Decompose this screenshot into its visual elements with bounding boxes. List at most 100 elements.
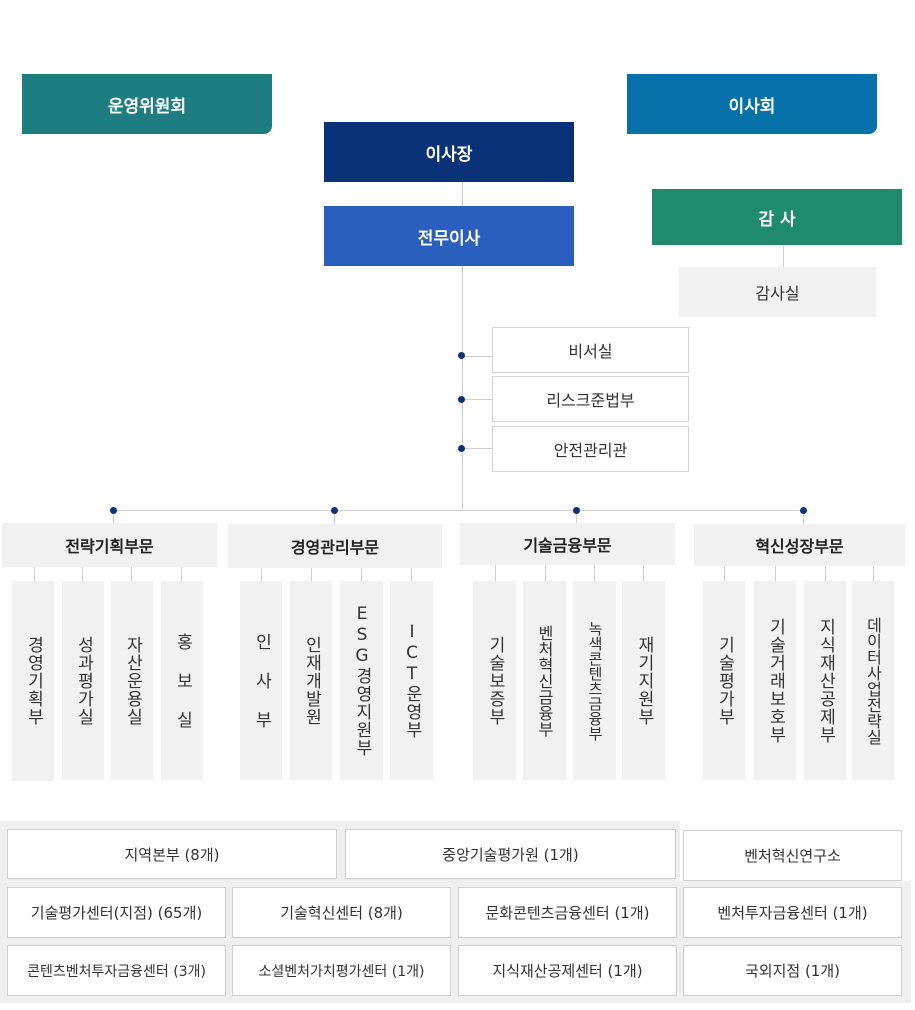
unit-label: 기술거래보호부 — [765, 617, 786, 744]
executive-director-label: 전무이사 — [417, 228, 481, 249]
staff-office-box: 비서실 — [492, 327, 689, 373]
staff-office-label: 안전관리관 — [553, 441, 628, 460]
branch-label: 문화콘텐츠금융센터 (1개) — [485, 904, 650, 922]
unit-tick — [261, 568, 262, 581]
branch-cell: 국외지점 (1개) — [683, 945, 902, 996]
connector-dot — [110, 507, 117, 514]
unit-label: 홍 보 실 — [172, 632, 193, 729]
unit-tick — [724, 566, 725, 581]
connector-dot — [458, 445, 465, 452]
connector-staff-3 — [462, 448, 493, 449]
unit-tick — [34, 567, 35, 581]
unit-tick — [131, 567, 132, 581]
unit-box: 벤처혁신금융부 — [523, 581, 566, 780]
division-name: 경영관리부문 — [290, 538, 380, 557]
connector-dot — [573, 507, 580, 514]
staff-office-label: 리스크준법부 — [546, 391, 635, 410]
branch-label: 중앙기술평가원 (1개) — [442, 845, 579, 864]
unit-label: 경영기획부 — [23, 636, 44, 726]
unit-box: 기술보증부 — [473, 581, 516, 780]
unit-label: 지식재산공제부 — [815, 617, 836, 744]
connector-div-4 — [803, 510, 804, 524]
branch-cell: 지역본부 (8개) — [7, 829, 337, 879]
unit-label: 자산운용실 — [122, 635, 143, 726]
connector-audit — [783, 245, 784, 267]
unit-label: 데이터사업전략실 — [863, 616, 883, 745]
unit-tick — [643, 565, 644, 581]
branch-cell: 벤처투자금융센터 (1개) — [683, 887, 902, 938]
unit-box: 녹색콘텐츠금융부 — [573, 581, 616, 780]
branch-label: 기술혁신센터 (8개) — [280, 904, 403, 922]
unit-label: 기술보증부 — [485, 635, 505, 726]
branch-label: 소셜벤처가치평가센터 (1개) — [258, 963, 425, 980]
unit-label: 재기지원부 — [634, 635, 654, 726]
unit-label: ICT운영부 — [402, 622, 422, 739]
unit-tick — [825, 566, 826, 581]
auditor-box: 감 사 — [652, 189, 902, 245]
branch-label: 지역본부 (8개) — [124, 845, 220, 864]
staff-office-box: 안전관리관 — [492, 426, 689, 472]
unit-tick — [181, 567, 182, 581]
division-header: 기술금융부문 — [460, 523, 675, 565]
division-name: 기술금융부문 — [523, 536, 612, 555]
connector-dot — [458, 352, 465, 359]
unit-box: 인 사 부 — [240, 581, 282, 780]
unit-tick — [545, 565, 546, 581]
unit-label: ESG경영지원부 — [352, 604, 372, 757]
unit-box: 홍 보 실 — [161, 581, 203, 780]
unit-box: ESG경영지원부 — [340, 581, 383, 780]
unit-label: 성과평가실 — [73, 635, 94, 726]
connector-main-vertical — [462, 182, 463, 511]
branch-label: 벤처투자금융센터 (1개) — [717, 904, 868, 922]
operating-committee-label: 운영위원회 — [107, 96, 187, 117]
unit-tick — [311, 568, 312, 581]
branch-cell: 기술혁신센터 (8개) — [232, 887, 451, 938]
unit-tick — [594, 565, 595, 581]
unit-box: 인재개발원 — [290, 581, 332, 780]
unit-box: 기술거래보호부 — [754, 581, 796, 780]
unit-box: 재기지원부 — [622, 581, 665, 780]
division-header: 혁신성장부문 — [694, 524, 905, 566]
branch-cell: 지식재산공제센터 (1개) — [458, 945, 677, 996]
connector-div-1 — [113, 510, 114, 523]
division-header: 전략기획부문 — [2, 523, 217, 567]
branch-label: 국외지점 (1개) — [744, 962, 841, 980]
unit-tick — [361, 568, 362, 581]
branch-label: 벤처혁신연구소 — [744, 847, 841, 865]
branch-cell: 콘텐츠벤처투자금융센터 (3개) — [7, 945, 226, 996]
unit-box: 자산운용실 — [111, 581, 153, 780]
connector-staff-2 — [462, 399, 493, 400]
auditor-label: 감 사 — [758, 209, 796, 230]
unit-box: 경영기획부 — [12, 581, 54, 781]
operating-committee-box: 운영위원회 — [22, 74, 272, 134]
executive-director-box: 전무이사 — [324, 206, 574, 266]
staff-office-label: 비서실 — [568, 342, 613, 361]
connector-div-2 — [334, 510, 335, 524]
chairman-label: 이사장 — [425, 144, 473, 165]
branch-cell: 기술평가센터(지점) (65개) — [7, 887, 226, 938]
branch-cell: 소셜벤처가치평가센터 (1개) — [232, 945, 451, 996]
unit-label: 기술평가부 — [714, 635, 735, 726]
division-name: 혁신성장부문 — [755, 537, 844, 556]
audit-office-box: 감사실 — [679, 267, 876, 317]
connector-dot — [331, 507, 338, 514]
staff-office-box: 리스크준법부 — [492, 376, 689, 422]
audit-office-label: 감사실 — [755, 284, 800, 303]
unit-label: 벤처혁신금융부 — [535, 624, 554, 737]
unit-box: 지식재산공제부 — [804, 581, 846, 780]
chairman-box: 이사장 — [324, 122, 574, 182]
unit-tick — [411, 568, 412, 581]
branch-cell: 중앙기술평가원 (1개) — [345, 829, 676, 879]
board-label: 이사회 — [728, 96, 776, 117]
connector-dot — [800, 507, 807, 514]
unit-tick — [495, 565, 496, 581]
branch-label: 콘텐츠벤처투자금융센터 (3개) — [27, 963, 206, 980]
division-header: 경영관리부문 — [228, 524, 442, 568]
branch-label: 기술평가센터(지점) (65개) — [30, 904, 203, 922]
unit-tick — [873, 566, 874, 581]
unit-box: 데이터사업전략실 — [852, 581, 894, 780]
branch-cell: 벤처혁신연구소 — [683, 830, 902, 881]
division-name: 전략기획부문 — [65, 537, 154, 556]
branch-cell: 문화콘텐츠금융센터 (1개) — [458, 887, 677, 938]
connector-div-3 — [576, 510, 577, 523]
